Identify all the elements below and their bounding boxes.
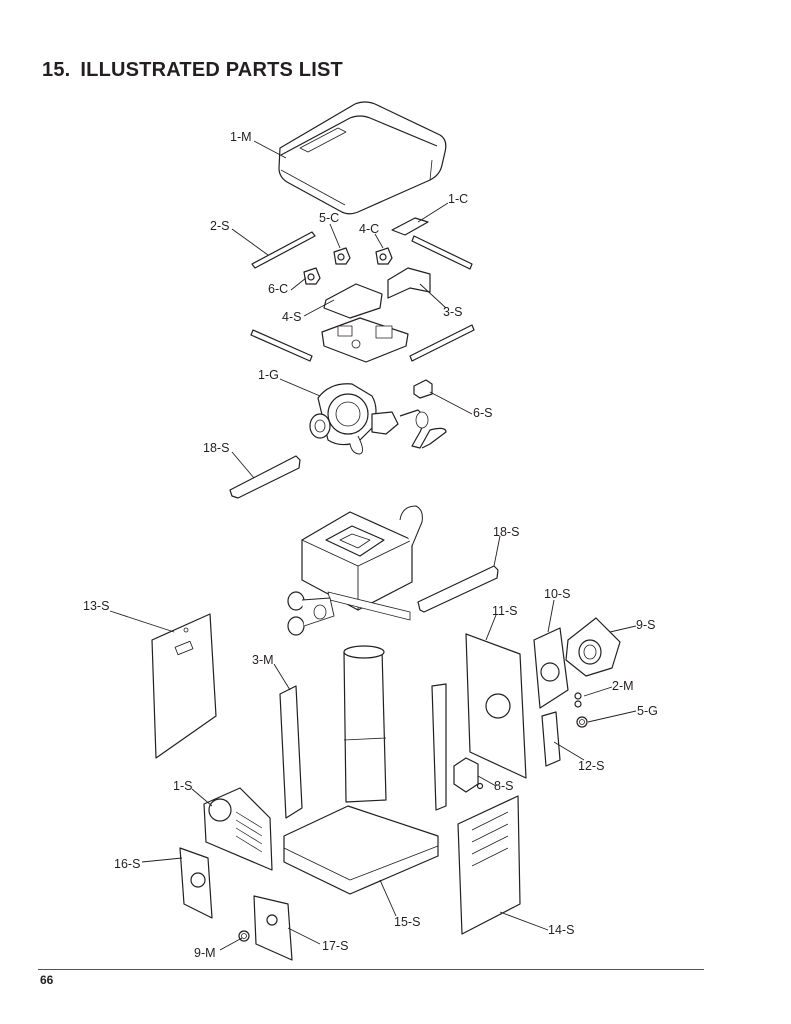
heat-exchanger-part bbox=[287, 505, 423, 636]
callout-label: 13-S bbox=[83, 599, 109, 613]
support-bar-part bbox=[229, 455, 301, 499]
callout-label: 1-G bbox=[258, 368, 279, 382]
top-cover-part bbox=[278, 101, 447, 215]
clip-parts bbox=[303, 247, 393, 285]
bushing-part bbox=[238, 930, 250, 942]
side-panel-13s-part bbox=[151, 613, 217, 759]
callout-label: 1-S bbox=[173, 779, 192, 793]
callout-label: 5-C bbox=[319, 211, 339, 225]
corner-post-parts bbox=[279, 683, 447, 819]
callout-label: 9-S bbox=[636, 618, 655, 632]
blower-assembly-part bbox=[309, 383, 447, 455]
fastener-parts bbox=[574, 692, 588, 728]
side-panel-11s-part bbox=[465, 633, 527, 779]
callout-label: 8-S bbox=[494, 779, 513, 793]
callout-label: 4-S bbox=[282, 310, 301, 324]
page-title: 15. ILLUSTRATED PARTS LIST bbox=[42, 59, 343, 82]
front-panel-part bbox=[203, 787, 273, 871]
shroud-part bbox=[387, 267, 431, 299]
callout-label: 5-G bbox=[637, 704, 658, 718]
section-title: ILLUSTRATED PARTS LIST bbox=[80, 59, 343, 81]
callout-label: 14-S bbox=[548, 923, 574, 937]
callout-label: 10-S bbox=[544, 587, 570, 601]
support-bar-lower-part bbox=[417, 565, 499, 613]
junction-block-part bbox=[453, 757, 484, 793]
channel-part bbox=[323, 283, 383, 319]
callout-label: 12-S bbox=[578, 759, 604, 773]
access-panel-parts bbox=[179, 847, 293, 961]
side-rail-part bbox=[250, 231, 475, 362]
callout-label: 18-S bbox=[203, 441, 229, 455]
front-panel-14s-part bbox=[457, 795, 521, 935]
callout-label: 6-C bbox=[268, 282, 288, 296]
callout-label: 15-S bbox=[394, 915, 420, 929]
callout-label: 2-S bbox=[210, 219, 229, 233]
callout-label: 9-M bbox=[194, 946, 216, 960]
bracket-part bbox=[391, 217, 429, 236]
control-board-part bbox=[321, 317, 409, 363]
footer-divider bbox=[38, 969, 704, 970]
callout-label: 2-M bbox=[612, 679, 634, 693]
callout-labels: 1-M 1-C 2-S 5-C 4-C 6-C 3-S 4-S 1-G 6-S … bbox=[83, 130, 658, 960]
section-number: 15. bbox=[42, 59, 71, 81]
callout-label: 1-C bbox=[448, 192, 468, 206]
page-number: 66 bbox=[40, 973, 54, 987]
mounting-plate-part bbox=[541, 711, 561, 767]
leader-lines bbox=[109, 140, 637, 951]
callout-label: 11-S bbox=[492, 604, 517, 618]
vent-collar-parts bbox=[533, 617, 621, 709]
callout-label: 3-M bbox=[252, 653, 274, 667]
callout-label: 6-S bbox=[473, 406, 492, 420]
callout-label: 4-C bbox=[359, 222, 379, 236]
callout-label: 17-S bbox=[322, 939, 348, 953]
callout-label: 16-S bbox=[114, 857, 140, 871]
callout-label: 3-S bbox=[443, 305, 462, 319]
central-column-part bbox=[343, 645, 387, 803]
small-bracket-part bbox=[413, 379, 433, 399]
callout-label: 18-S bbox=[493, 525, 519, 539]
callout-label: 1-M bbox=[230, 130, 252, 144]
base-pan-part bbox=[283, 805, 439, 895]
